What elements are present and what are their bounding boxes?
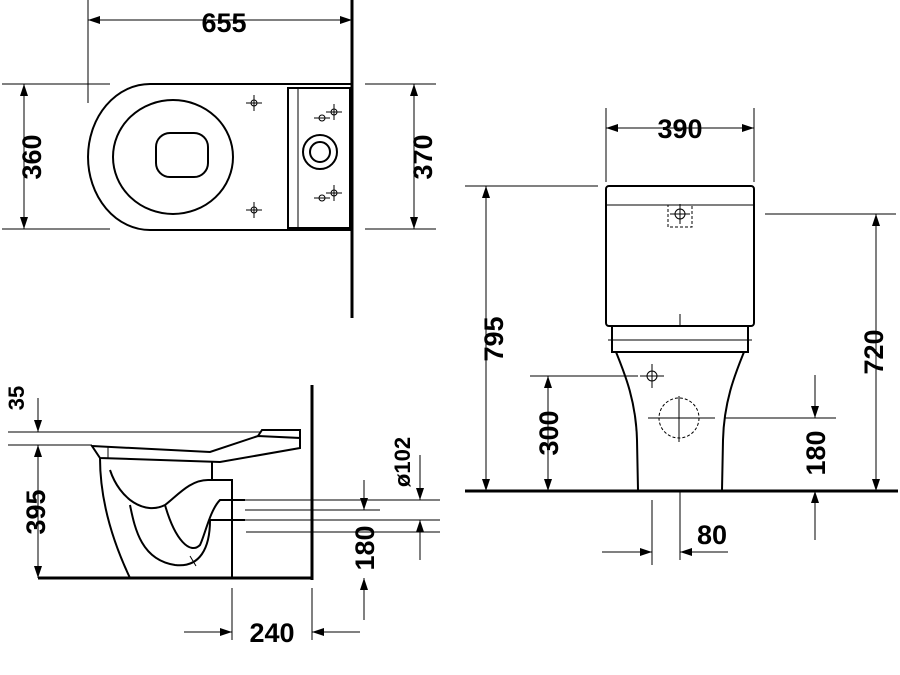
dim-text-front-outlet-height: 180	[801, 430, 831, 475]
top-view: 655 360 370	[2, 0, 438, 318]
side-view-trap-inner	[164, 499, 245, 550]
top-view-bowl-outline	[87, 83, 352, 231]
front-view: 390 795 720 300	[465, 108, 898, 565]
dimension-top-depth-right: 370	[365, 83, 438, 230]
dim-text-front-total-height: 795	[479, 316, 509, 361]
dim-text-side-outlet-height: 180	[350, 525, 380, 570]
dim-text-side-seat-thickness: 35	[4, 386, 29, 410]
dimension-front-outlet-height: 180	[724, 375, 836, 540]
top-view-cistern	[287, 87, 351, 229]
dim-text-top-depth-right: 370	[408, 134, 438, 179]
dimension-front-total-height: 795	[465, 185, 598, 491]
dimension-front-tank-height: 720	[765, 213, 896, 491]
front-view-cistern-base	[611, 325, 749, 353]
dimension-side-bowl-height: 395	[21, 445, 51, 578]
side-view-seat	[90, 434, 301, 464]
dimension-top-depth-left: 360	[2, 83, 110, 230]
top-view-lid-opening	[155, 132, 209, 178]
dimension-top-width: 655	[87, 0, 352, 103]
dim-text-top-width: 655	[201, 8, 246, 38]
dimension-side-outlet-depth: 240	[184, 588, 360, 648]
dim-text-front-inlet-height: 300	[534, 410, 564, 455]
dim-text-side-bowl-height: 395	[21, 489, 51, 534]
side-view-body	[99, 457, 233, 579]
dim-text-front-tank-height: 720	[859, 329, 889, 374]
dimension-side-outlet-height: 180	[245, 480, 440, 620]
top-view-seat-ring	[112, 99, 234, 215]
side-view-trap	[109, 469, 245, 567]
dimension-side-seat-thickness: 35	[4, 386, 260, 457]
dim-text-top-depth-left: 360	[17, 134, 47, 179]
top-view-flush-button-outer	[302, 134, 338, 170]
side-view: 35 395 ø102 180	[4, 385, 440, 648]
dimension-front-inlet-height: 300	[530, 375, 638, 491]
dim-text-front-tank-width: 390	[657, 114, 702, 144]
top-view-fixing-marks	[246, 95, 342, 218]
front-view-pedestal	[615, 351, 745, 491]
dimension-front-tank-width: 390	[605, 108, 755, 182]
dimension-side-outlet-diameter: ø102	[245, 437, 440, 560]
top-view-flush-button-inner	[309, 141, 331, 163]
dim-text-front-outlet-offset: 80	[697, 520, 727, 550]
dim-text-side-outlet-diameter: ø102	[390, 437, 415, 487]
dimension-front-outlet-offset: 80	[602, 500, 728, 565]
dim-text-side-outlet-depth: 240	[249, 618, 294, 648]
side-view-hinge	[257, 429, 301, 438]
